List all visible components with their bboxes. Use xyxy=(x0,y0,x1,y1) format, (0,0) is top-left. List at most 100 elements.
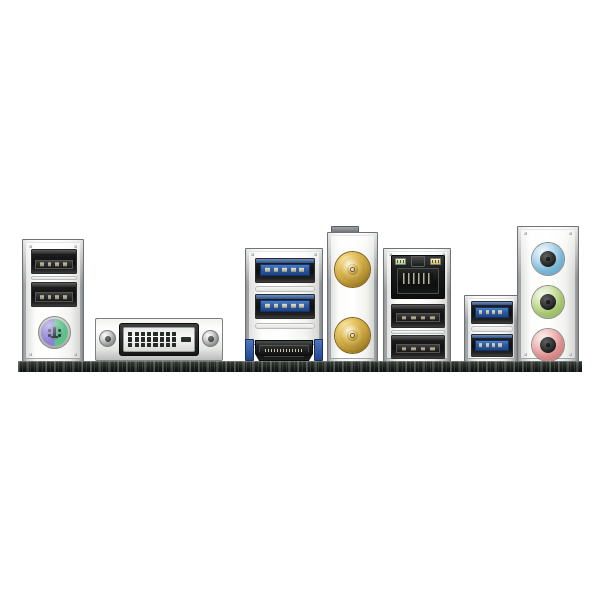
usb-contact-pin xyxy=(429,347,435,351)
sma-dielectric xyxy=(351,334,354,337)
usb2-port-upper[interactable] xyxy=(391,304,445,328)
wifi-antenna-connector-lower[interactable] xyxy=(335,318,370,353)
io-group-ps2-usb-stack xyxy=(22,239,84,362)
io-group-usb3-stack xyxy=(464,295,518,362)
usb3-port-upper[interactable] xyxy=(255,258,315,283)
dvi-thumbscrew-left[interactable] xyxy=(99,330,116,347)
dvi-thumbscrew-right[interactable] xyxy=(202,330,219,347)
shield-screw-dot xyxy=(442,253,445,256)
dvi-pin xyxy=(172,332,177,337)
shield-screw-dot xyxy=(314,253,317,256)
shield-screw-dot xyxy=(74,353,77,356)
rj45-lan-port[interactable] xyxy=(391,255,445,299)
shield-screw-dot xyxy=(29,353,32,356)
usb-contact-pin xyxy=(273,303,279,309)
dvi-pin xyxy=(128,342,133,347)
usb-contact-pin xyxy=(299,303,305,309)
shield-screw-dot xyxy=(524,232,527,235)
ps2-pin-hole xyxy=(58,334,61,337)
usb-tongue xyxy=(35,292,73,302)
usb-contact-pin xyxy=(401,316,407,320)
dvi-pin xyxy=(134,332,139,337)
ps2-keying-slot xyxy=(52,326,57,339)
dvi-pin xyxy=(166,337,171,342)
usb-shell-top xyxy=(472,335,512,339)
usb-contact-pin xyxy=(47,262,52,266)
ps2-combo-port[interactable] xyxy=(38,316,71,349)
sma-dielectric xyxy=(351,268,354,271)
usb-contact-pin xyxy=(485,343,489,348)
usb-tongue xyxy=(260,300,310,312)
audio-jack-barrel xyxy=(539,250,557,268)
hdmi-port[interactable] xyxy=(255,340,313,361)
usb-contact-pin xyxy=(47,295,52,299)
io-group-wifi-antenna xyxy=(327,226,378,362)
usb2-port-upper[interactable] xyxy=(31,249,77,274)
lan-led-left xyxy=(394,257,407,266)
usb-shell-bottom xyxy=(472,353,512,356)
usb-contact-pin xyxy=(492,310,496,315)
usb3-port-lower[interactable] xyxy=(255,294,315,319)
rj45-connector-mouth xyxy=(396,267,440,294)
usb-shell-top xyxy=(392,336,444,340)
dvi-pin xyxy=(153,337,158,342)
usb-contact-pin xyxy=(492,343,496,348)
usb-contact-pin xyxy=(39,262,44,266)
usb-contact-pin xyxy=(282,267,287,273)
usb-contact-pin xyxy=(401,347,407,351)
usb2-port-lower[interactable] xyxy=(31,282,77,307)
shield-screw-dot xyxy=(251,253,254,256)
dvi-pin xyxy=(159,332,164,337)
audio-jack-line-out[interactable] xyxy=(532,286,564,318)
ps2-pin-hole xyxy=(58,329,61,332)
usb2-port-lower[interactable] xyxy=(391,335,445,359)
dvi-pin xyxy=(172,342,177,347)
audio-jack-microphone[interactable] xyxy=(532,329,564,361)
shield-screw-dot xyxy=(389,253,392,256)
usb-contact-pin xyxy=(290,303,296,309)
ps2-pin-hole xyxy=(48,329,51,332)
usb3-port-lower[interactable] xyxy=(471,334,513,357)
dvi-pin xyxy=(140,337,145,342)
usb-shell-bottom xyxy=(392,354,444,358)
hdmi-contact-pins xyxy=(265,348,303,352)
sma-inner-ring xyxy=(346,263,359,276)
dvi-pin xyxy=(153,342,158,347)
ps2-pin-hole xyxy=(51,335,54,339)
hdmi-mount-tab-left xyxy=(245,339,254,361)
ps2-connector-face xyxy=(46,324,63,341)
audio-jack-line-in[interactable] xyxy=(532,243,564,275)
usb-contact-pin xyxy=(63,262,68,266)
usb-contact-pin xyxy=(420,347,426,351)
dvi-pin xyxy=(147,337,152,342)
shield-screw-dot xyxy=(524,353,527,356)
usb-contact-pin xyxy=(411,316,416,320)
usb-shell-bottom xyxy=(32,269,76,273)
usb-tongue xyxy=(35,259,73,269)
dvi-ground-blade-slot xyxy=(181,337,191,342)
usb-contact-pin xyxy=(299,267,305,273)
usb-contact-pin xyxy=(55,262,60,266)
usb-shell-bottom xyxy=(256,278,314,282)
io-group-dvi xyxy=(95,316,223,363)
dvi-port[interactable] xyxy=(119,323,199,356)
dvi-pin xyxy=(153,332,158,337)
io-group-lan-usb-stack xyxy=(383,248,451,362)
usb3-port-upper[interactable] xyxy=(471,301,513,324)
sma-inner-ring xyxy=(346,329,359,342)
dvi-pin xyxy=(140,342,145,347)
dvi-pin xyxy=(140,332,145,337)
hdmi-mount-tab-right xyxy=(314,339,323,361)
audio-jack-hole xyxy=(546,300,550,304)
wifi-antenna-connector-upper[interactable] xyxy=(335,252,370,287)
usb-tongue xyxy=(395,313,441,323)
usb-shell-top xyxy=(472,302,512,306)
dvi-pin xyxy=(166,332,171,337)
hdmi-port-assembly xyxy=(245,339,323,363)
io-group-usb3-hdmi-stack xyxy=(245,248,323,345)
usb-tongue xyxy=(474,307,510,318)
shield-screw-dot xyxy=(29,245,32,248)
usb-shell-top xyxy=(32,283,76,287)
rj45-latch-slot xyxy=(410,256,426,267)
